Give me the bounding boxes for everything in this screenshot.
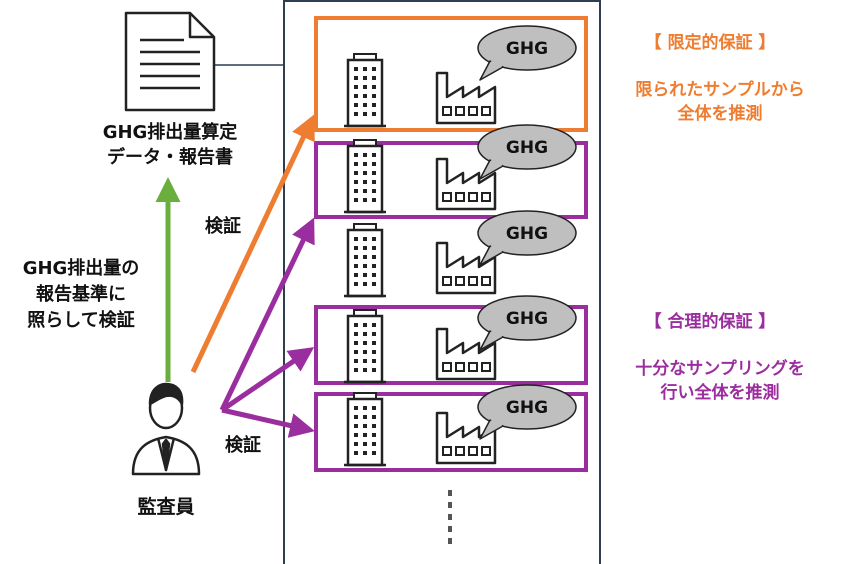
- report-title: GHG排出量算定 データ・報告書: [70, 120, 270, 170]
- reasonable-assurance-title: 【 合理的保証 】: [644, 312, 776, 332]
- building-icon: [342, 308, 388, 384]
- reasonable-verify-arrow-3: [221, 407, 315, 438]
- reasonable-sample-box-3: [314, 392, 588, 472]
- reasonable-sample-box-2: [314, 305, 588, 385]
- verify-label-top: 検証: [205, 216, 241, 237]
- standard-line1: GHG排出量の: [22, 258, 140, 279]
- ghg-bubble-text: GHG: [506, 224, 548, 244]
- ghg-bubble-3: GHG: [477, 210, 577, 266]
- report-document-icon: [124, 11, 216, 112]
- limited-desc-line2: 全体を推測: [677, 104, 763, 124]
- verify-label-bottom: 検証: [225, 435, 261, 456]
- reasonable-sample-box-1: [314, 141, 588, 219]
- ghg-bubble-1: GHG: [477, 25, 577, 81]
- limited-desc-line1: 限られたサンプルから: [635, 80, 805, 100]
- building-icon: [342, 391, 388, 467]
- reasonable-assurance-description: 十分なサンプリングを 行い全体を推測: [600, 357, 840, 405]
- ghg-bubble-4: GHG: [477, 295, 577, 351]
- ghg-bubble-text: GHG: [506, 138, 548, 158]
- reasonable-verify-arrow-1: [219, 217, 315, 412]
- auditor-label: 監査員: [137, 496, 195, 518]
- limited-assurance-title: 【 限定的保証 】: [644, 33, 776, 53]
- report-title-line1: GHG排出量算定: [102, 122, 238, 143]
- reasonable-verify-arrow-2: [220, 347, 315, 413]
- ghg-bubble-5: GHG: [477, 384, 577, 440]
- building-icon: [342, 138, 388, 214]
- ghg-bubble-2: GHG: [477, 124, 577, 180]
- limited-assurance-description: 限られたサンプルから 全体を推測: [600, 78, 840, 126]
- auditor-icon: [131, 382, 201, 476]
- limited-verify-arrow: [190, 114, 315, 374]
- building-icon: [342, 222, 388, 298]
- more-sites-ellipsis-icon: [448, 490, 452, 544]
- reasonable-desc-line1: 十分なサンプリングを: [635, 359, 805, 379]
- reasonable-desc-line2: 行い全体を推測: [660, 383, 780, 403]
- ghg-bubble-text: GHG: [506, 309, 548, 329]
- building-icon: [342, 52, 388, 128]
- standard-line3: 照らして検証: [27, 310, 135, 331]
- ghg-bubble-text: GHG: [506, 398, 548, 418]
- standard-line2: 報告基準に: [36, 284, 126, 305]
- report-title-line2: データ・報告書: [107, 147, 233, 168]
- ghg-bubble-text: GHG: [506, 39, 548, 59]
- reporting-standard-label: GHG排出量の 報告基準に 照らして検証: [6, 256, 156, 334]
- limited-sample-box: [314, 16, 588, 132]
